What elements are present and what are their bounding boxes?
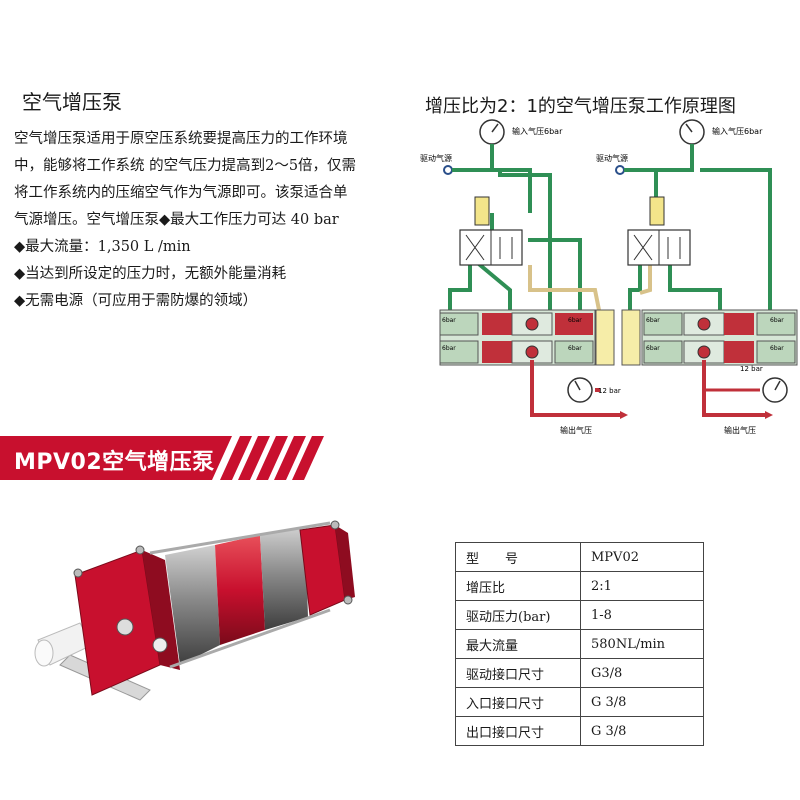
output-pressure-label: 输出气压 [560, 425, 592, 435]
diagram-title: 增压比为2：1的空气增压泵工作原理图 [425, 96, 736, 117]
spec-label: 入口接口尺寸 [455, 687, 581, 717]
bullet-no-energy: ◆当达到所设定的压力时，无额外能量消耗 [14, 266, 287, 282]
spec-label: 增压比 [455, 571, 581, 601]
spec-value: G3/8 [580, 658, 704, 688]
spec-value: G 3/8 [580, 687, 704, 717]
input-pressure-label: 输入气压6bar [712, 126, 763, 136]
spec-label: 驱动接口尺寸 [455, 658, 581, 688]
spec-row: 驱动压力(bar)1-8 [455, 600, 704, 630]
chamber-label: 6bar [568, 345, 582, 352]
spec-label: 型 号 [455, 542, 581, 572]
spec-value: 2:1 [580, 571, 704, 601]
description-line: 将工作系统内的压缩空气作为气源即可。该泵适合单 [14, 185, 348, 201]
left-unit: 输入气压6bar 驱动气源 [420, 119, 628, 435]
principle-diagram: 输入气压6bar 驱动气源 [420, 119, 798, 435]
chamber-label: 6bar [568, 317, 582, 324]
chamber-label: 6bar [770, 317, 784, 324]
description-line: 气源增压。空气增压泵◆最大工作压力可达 40 bar [14, 212, 339, 228]
product-image [34, 520, 355, 701]
pilot-valve-icon [649, 196, 665, 226]
description-line: 中，能够将工作系统 的空气压力提高到2～5倍，仅需 [14, 158, 357, 174]
product-banner [0, 436, 324, 480]
right-unit: 输入气压6bar 驱动气源 6bar 6bar [596, 119, 798, 435]
spec-value: 580NL/min [580, 629, 704, 659]
spec-value: MPV02 [580, 542, 704, 572]
chamber-label: 6bar [646, 345, 660, 352]
drive-source-icon [615, 165, 625, 175]
chamber-label: 6bar [442, 345, 456, 352]
page-title: 空气增压泵 [22, 90, 122, 114]
chamber-label: 6bar [770, 345, 784, 352]
chamber-label: 6bar [442, 317, 456, 324]
description-block: 空气增压泵适用于原空压系统要提高压力的工作环境 中，能够将工作系统 的空气压力提… [14, 126, 414, 315]
spec-value: 1-8 [580, 600, 704, 630]
bullet-max-flow: ◆最大流量：1,350 L /min [14, 239, 191, 255]
bullet-no-power: ◆无需电源（可应用于需防爆的领域） [14, 293, 258, 309]
description-line: 空气增压泵适用于原空压系统要提高压力的工作环境 [14, 131, 348, 147]
drive-source-label: 驱动气源 [420, 153, 452, 163]
drive-source-icon [443, 165, 453, 175]
pilot-valve-icon [474, 196, 490, 226]
spec-label: 出口接口尺寸 [455, 716, 581, 746]
spec-label: 驱动压力(bar) [455, 600, 581, 630]
banner-title: MPV02空气增压泵 [14, 450, 215, 475]
output-gauge-label: 12 bar [598, 387, 621, 395]
input-pressure-label: 输入气压6bar [512, 126, 563, 136]
output-gauge-label: 12 bar [740, 365, 763, 373]
chamber-label: 6bar [646, 317, 660, 324]
spec-value: G 3/8 [580, 716, 704, 746]
drive-source-label: 驱动气源 [596, 153, 628, 163]
spec-label: 最大流量 [455, 629, 581, 659]
output-pressure-label: 输出气压 [724, 425, 756, 435]
